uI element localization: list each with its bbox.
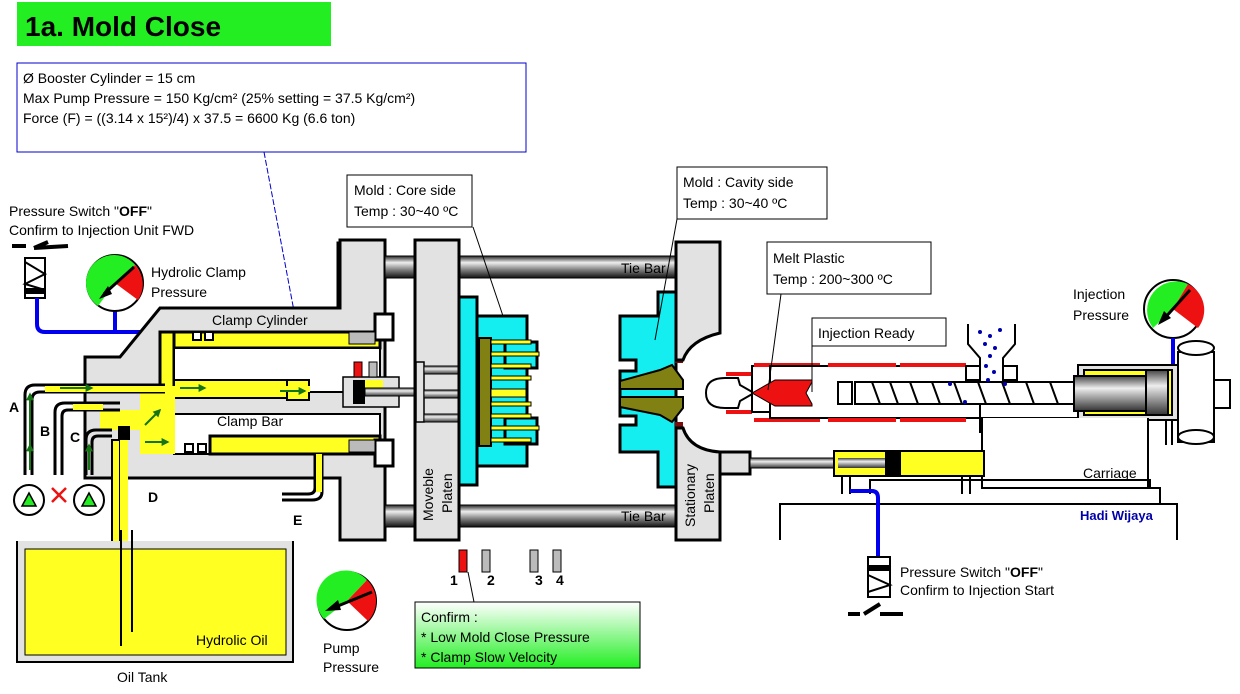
svg-text:Mold : Cavity side: Mold : Cavity side bbox=[683, 174, 794, 190]
status-injection-ready: Injection Ready bbox=[811, 317, 947, 392]
tie-bar-bottom-label: Tie Bar bbox=[621, 508, 666, 524]
hydrolic-oil-label: Hydrolic Oil bbox=[196, 632, 268, 648]
switch-left-caption: Confirm to Injection Unit FWD bbox=[9, 222, 194, 238]
switch-right-caption: Confirm to Injection Start bbox=[900, 582, 1054, 598]
svg-text:Mold : Core side: Mold : Core side bbox=[354, 182, 456, 198]
stationary-platen-label: Stationary bbox=[682, 464, 698, 527]
valve-icon bbox=[118, 426, 130, 440]
limit-switch-4 bbox=[552, 549, 562, 573]
hydraulic-pipes: A B C D E bbox=[9, 383, 324, 612]
svg-text:3: 3 bbox=[535, 572, 543, 588]
svg-text:Injection Ready: Injection Ready bbox=[818, 325, 915, 341]
calc-line: Ø Booster Cylinder = 15 cm bbox=[23, 70, 195, 86]
mold-core-side bbox=[457, 295, 540, 487]
motor-icon bbox=[1177, 351, 1215, 443]
moveable-platen-label: Moveble bbox=[420, 468, 436, 521]
confirm-box: Confirm : * Low Mold Close Pressure * Cl… bbox=[414, 601, 641, 669]
calc-line: Max Pump Pressure = 150 Kg/cm² (25% sett… bbox=[23, 90, 415, 106]
oil-tank: Hydrolic Oil Oil Tank bbox=[16, 530, 294, 685]
tie-bar-top-label: Tie Bar bbox=[621, 260, 666, 276]
svg-text:4: 4 bbox=[556, 572, 564, 588]
limit-switches: 1 2 3 4 bbox=[450, 549, 564, 603]
svg-text:Pressure: Pressure bbox=[151, 284, 207, 300]
svg-text:* Clamp Slow Velocity: * Clamp Slow Velocity bbox=[421, 649, 557, 665]
svg-text:Temp : 200~300 ºC: Temp : 200~300 ºC bbox=[773, 271, 893, 287]
svg-text:Pump: Pump bbox=[323, 640, 360, 656]
switch-contact-icon bbox=[12, 240, 69, 250]
nozzle-icon bbox=[704, 377, 757, 409]
melt-plastic bbox=[750, 379, 813, 407]
injection-cylinder bbox=[1073, 340, 1231, 445]
mold-cavity-side bbox=[618, 290, 684, 489]
hydraulic-line bbox=[850, 489, 880, 560]
svg-text:Platen: Platen bbox=[701, 473, 717, 513]
limit-switch-1 bbox=[458, 549, 468, 573]
carriage: Carriage Hadi Wijaya bbox=[779, 418, 1178, 560]
calc-line: Force (F) = ((3.14 x 15²)/4) x 37.5 = 66… bbox=[23, 110, 355, 126]
svg-text:Temp : 30~40 ºC: Temp : 30~40 ºC bbox=[354, 203, 458, 219]
svg-text:Hydrolic Clamp: Hydrolic Clamp bbox=[151, 264, 246, 280]
hydraulic-line bbox=[35, 298, 160, 334]
gauge-clamp-pressure: Hydrolic Clamp Pressure bbox=[85, 254, 246, 312]
clamp-bar-label: Clamp Bar bbox=[217, 413, 283, 429]
port-label: E bbox=[293, 512, 302, 528]
pumps bbox=[13, 484, 105, 516]
svg-text:* Low Mold Close Pressure: * Low Mold Close Pressure bbox=[421, 629, 590, 645]
oil-tank-label: Oil Tank bbox=[117, 669, 168, 685]
callout-cavity-side: Mold : Cavity side Temp : 30~40 ºC bbox=[654, 166, 828, 341]
port-label: B bbox=[40, 423, 50, 439]
carriage-label: Carriage bbox=[1083, 465, 1137, 481]
moveable-platen: Moveble Platen bbox=[413, 238, 485, 542]
svg-text:2: 2 bbox=[487, 572, 495, 588]
svg-text:Platen: Platen bbox=[439, 473, 455, 513]
gauge-injection-pressure: Injection Pressure bbox=[1073, 279, 1205, 370]
svg-text:Confirm :: Confirm : bbox=[421, 609, 478, 625]
needle-icon bbox=[99, 286, 112, 299]
svg-text:Melt Plastic: Melt Plastic bbox=[773, 250, 845, 266]
pressure-switch-left: Pressure Switch "OFF" Confirm to Injecti… bbox=[9, 203, 194, 334]
port-label: A bbox=[9, 399, 19, 415]
switch-contact-icon bbox=[848, 602, 903, 616]
callout-melt-plastic: Melt Plastic Temp : 200~300 ºC bbox=[766, 241, 932, 391]
calculation-box: Ø Booster Cylinder = 15 cm Max Pump Pres… bbox=[16, 62, 527, 381]
svg-text:Pressure Switch "OFF": Pressure Switch "OFF" bbox=[9, 203, 152, 219]
limit-switch-2 bbox=[481, 549, 491, 573]
gauge-pump-pressure: Pump Pressure bbox=[316, 570, 379, 675]
hopper-icon bbox=[967, 324, 1016, 366]
ejector-cylinder bbox=[342, 361, 418, 408]
limit-switch-3 bbox=[529, 549, 539, 573]
pressure-switch-right: Pressure Switch "OFF" Confirm to Injecti… bbox=[848, 556, 1054, 616]
svg-text:Temp : 30~40 ºC: Temp : 30~40 ºC bbox=[683, 195, 787, 211]
port-label: C bbox=[70, 429, 80, 445]
svg-text:Pressure: Pressure bbox=[323, 659, 379, 675]
machine-base bbox=[779, 503, 1178, 540]
clamp-cylinder-label: Clamp Cylinder bbox=[212, 312, 308, 328]
title-banner: 1a. Mold Close bbox=[17, 2, 331, 46]
port-label: D bbox=[148, 489, 158, 505]
svg-text:Pressure Switch "OFF": Pressure Switch "OFF" bbox=[900, 564, 1043, 580]
svg-text:Injection: Injection bbox=[1073, 286, 1125, 302]
svg-text:1: 1 bbox=[450, 572, 458, 588]
blocked-x-icon bbox=[51, 487, 67, 503]
svg-text:Pressure: Pressure bbox=[1073, 307, 1129, 323]
author-label: Hadi Wijaya bbox=[1080, 508, 1154, 523]
callout-core-side: Mold : Core side Temp : 30~40 ºC bbox=[346, 174, 504, 317]
plastic-pellets bbox=[948, 328, 1007, 404]
page-title: 1a. Mold Close bbox=[25, 11, 221, 42]
